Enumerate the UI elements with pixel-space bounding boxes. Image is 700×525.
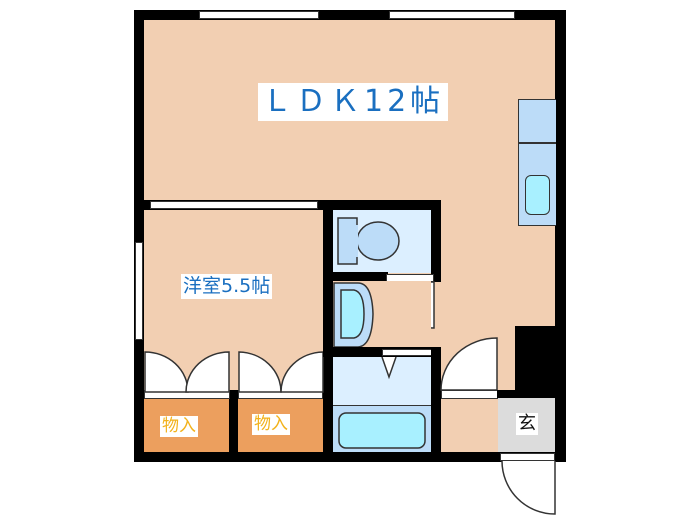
window-top-left	[199, 11, 319, 19]
entrance-label: 玄	[516, 413, 538, 435]
western-room-label: 洋室5.5帖	[181, 274, 273, 299]
outer-wall-right	[555, 10, 566, 462]
window-western-top	[150, 201, 318, 209]
window-top-right	[389, 11, 515, 19]
entrance-wall	[497, 390, 560, 398]
pipe-shaft	[515, 326, 560, 398]
closet-divider	[229, 390, 238, 452]
ldk-label: ＬＤＫ12帖	[258, 83, 449, 121]
bathroom-wall-right	[431, 347, 441, 462]
outer-wall-top	[134, 10, 566, 20]
kitchen-sink	[525, 175, 550, 215]
toilet-room-wall-right	[431, 200, 441, 282]
entrance-door-track	[500, 453, 555, 461]
bathroom	[333, 357, 431, 405]
closet-1-label: 物入	[160, 416, 198, 437]
window-western-left	[135, 242, 143, 340]
western-room-wall-right	[323, 200, 333, 462]
toilet-room-wall-bottom	[333, 272, 388, 281]
outer-wall-bottom	[134, 452, 566, 462]
kitchen-counter-divider	[518, 142, 556, 144]
outer-wall-left	[134, 10, 144, 462]
toilet-room-walls	[323, 200, 441, 210]
closet-2-label: 物入	[252, 414, 290, 435]
